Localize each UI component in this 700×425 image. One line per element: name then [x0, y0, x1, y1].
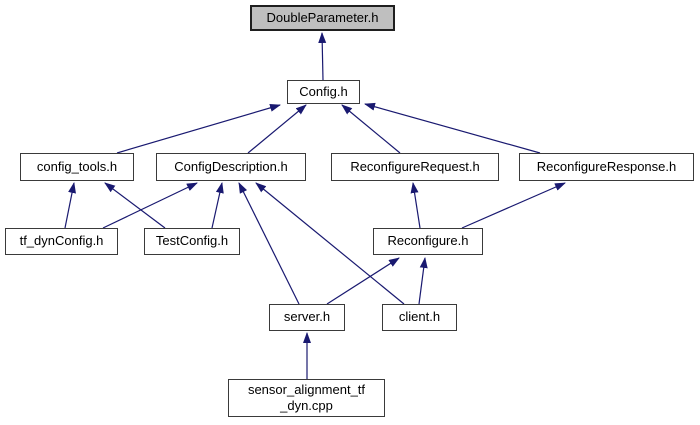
- graph-node-label: tf_dynConfig.h: [19, 233, 104, 249]
- graph-node-label: ReconfigureRequest.h: [350, 158, 480, 174]
- graph-edge-tf_dynconfig-to-configdescription: [102, 182, 198, 229]
- graph-node-label: ReconfigureResponse.h: [536, 158, 677, 174]
- graph-node-reconfigureresponse[interactable]: ReconfigureResponse.h: [519, 153, 694, 181]
- graph-node-testconfig[interactable]: TestConfig.h: [144, 228, 240, 255]
- graph-edge-reconfigure-to-reconfigureresponse: [461, 182, 566, 229]
- graph-node-label: Config.h: [299, 83, 348, 99]
- graph-edge-reconfigurerequest-to-config: [341, 104, 401, 154]
- graph-edge-client-to-reconfigure: [418, 257, 428, 305]
- graph-node-label: DoubleParameter.h: [266, 9, 379, 25]
- graph-node-doubleparameter: DoubleParameter.h: [250, 5, 395, 31]
- graph-edge-config-to-doubleparameter: [318, 32, 327, 81]
- graph-node-label: config_tools.h: [36, 158, 118, 174]
- graph-edge-configdescription-to-config: [247, 104, 307, 154]
- graph-edge-client-to-configdescription: [255, 182, 405, 305]
- graph-node-label: _dyn.cpp: [280, 398, 333, 413]
- graph-node-label: server.h: [283, 309, 331, 325]
- graph-node-label: TestConfig.h: [155, 233, 229, 249]
- graph-node-configdescription[interactable]: ConfigDescription.h: [156, 153, 306, 181]
- graph-node-label: sensor_alignment_tf: [247, 381, 366, 397]
- graph-edge-server-to-configdescription: [238, 182, 300, 305]
- graph-edge-tf_dynconfig-to-config_tools: [64, 182, 76, 229]
- graph-node-client[interactable]: client.h: [382, 304, 457, 331]
- graph-node-config_tools[interactable]: config_tools.h: [20, 153, 134, 181]
- graph-edge-config_tools-to-config: [116, 103, 281, 154]
- graph-node-reconfigurerequest[interactable]: ReconfigureRequest.h: [331, 153, 499, 181]
- graph-node-reconfigure[interactable]: Reconfigure.h: [373, 228, 483, 255]
- graph-edge-reconfigure-to-reconfigurerequest: [410, 182, 421, 229]
- graph-node-label: ConfigDescription.h: [174, 158, 288, 174]
- graph-node-label: Reconfigure.h: [387, 233, 469, 249]
- graph-node-label: client.h: [398, 309, 441, 325]
- graph-node-server[interactable]: server.h: [269, 304, 345, 331]
- graph-edge-testconfig-to-configdescription: [211, 182, 224, 229]
- graph-edge-testconfig-to-config_tools: [104, 182, 166, 229]
- graph-node-sensor_cpp[interactable]: sensor_alignment_tf_dyn.cpp: [228, 379, 385, 417]
- graph-edge-server-to-reconfigure: [326, 257, 400, 305]
- graph-edge-reconfigureresponse-to-config: [364, 102, 541, 154]
- graph-node-config[interactable]: Config.h: [287, 80, 360, 104]
- graph-node-tf_dynconfig[interactable]: tf_dynConfig.h: [5, 228, 118, 255]
